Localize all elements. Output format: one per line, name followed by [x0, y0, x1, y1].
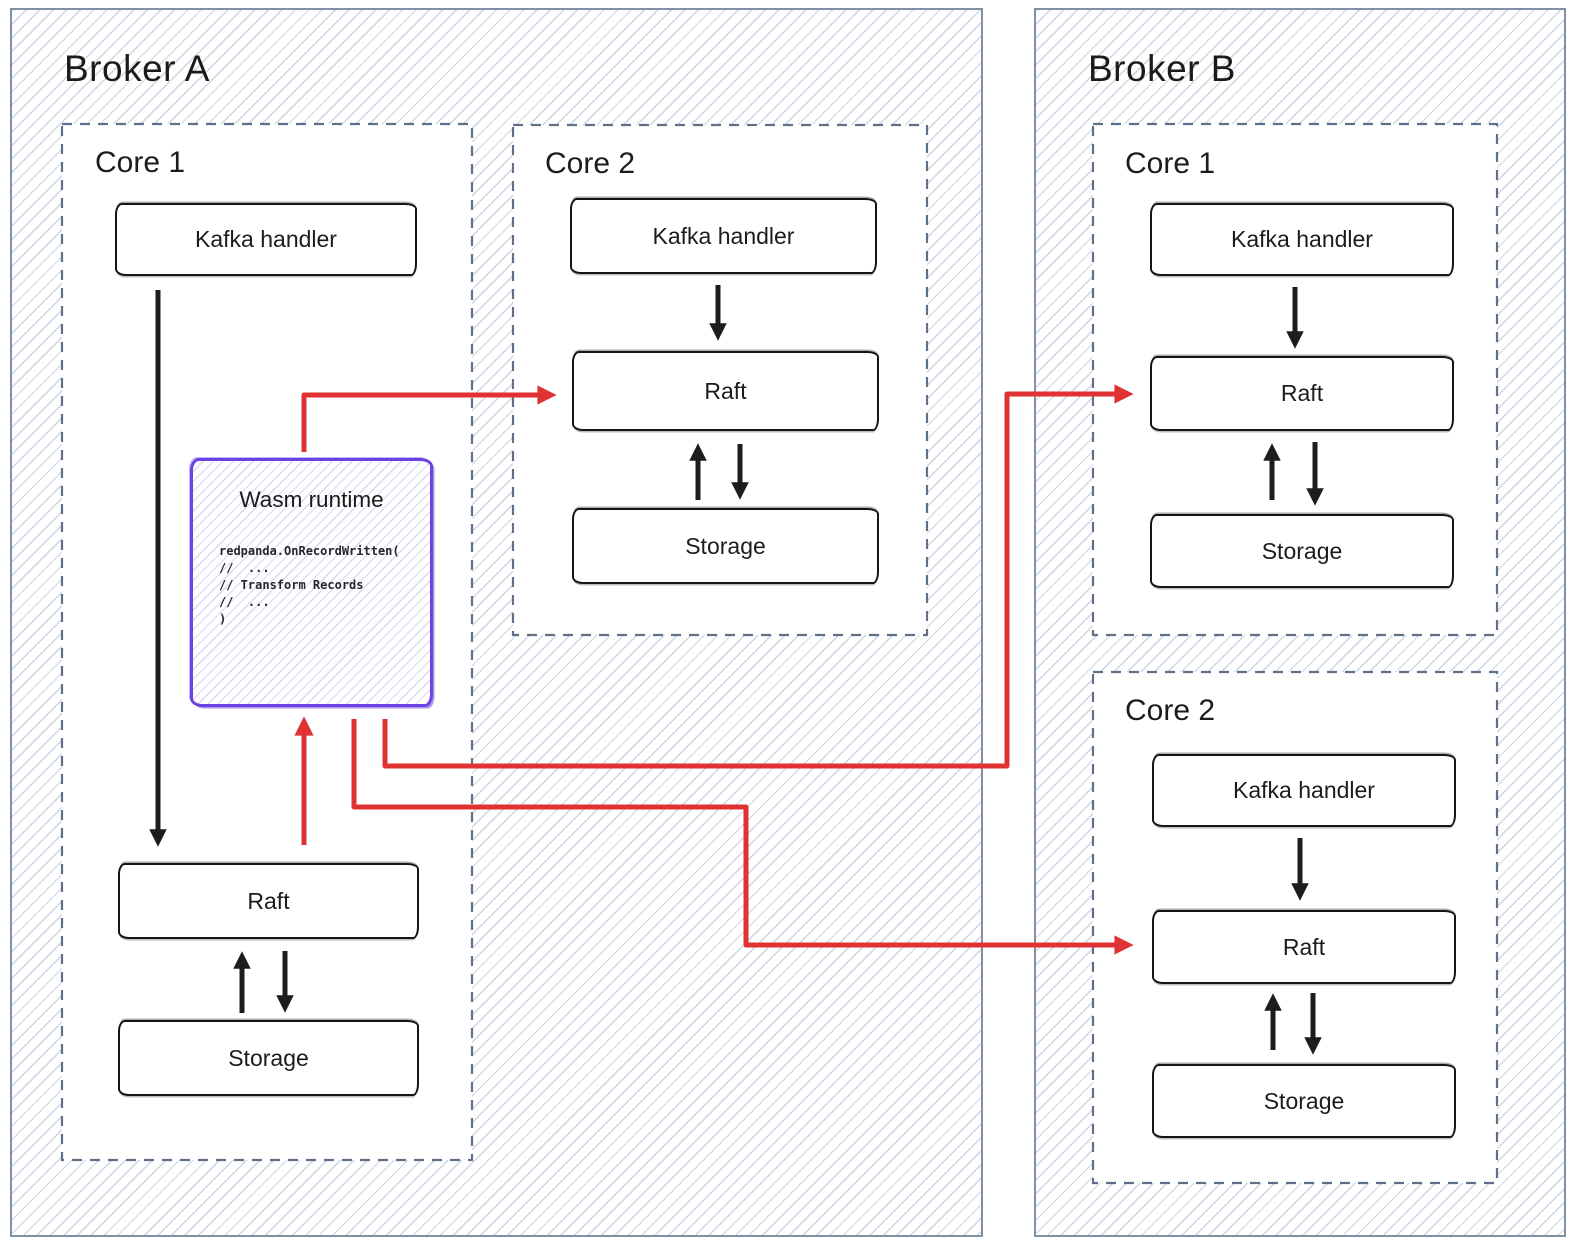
box-label: Raft: [1282, 933, 1326, 960]
broker-b-core-2-raft-box: Raft: [1152, 910, 1456, 984]
broker-a-core-2-kafka-handler-box: Kafka handler: [570, 198, 877, 274]
broker-a-core-2-raft-box: Raft: [572, 351, 879, 431]
broker-b-core-1-storage-box: Storage: [1150, 514, 1454, 588]
broker-a-core-2-storage-box: Storage: [572, 508, 879, 584]
broker-a-core-2-label: Core 2: [545, 147, 636, 180]
wasm-runtime-box: Wasm runtime redpanda.OnRecordWritten( //…: [190, 458, 433, 707]
box-label: Storage: [1263, 1087, 1345, 1114]
broker-b-core-2-kafka-handler-box: Kafka handler: [1152, 754, 1456, 827]
box-label: Kafka handler: [652, 222, 795, 249]
wasm-runtime-title: Wasm runtime: [239, 487, 384, 512]
box-label: Kafka handler: [195, 226, 337, 252]
box-label: Raft: [247, 887, 290, 914]
broker-b-core-2-storage-box: Storage: [1152, 1064, 1456, 1138]
broker-a-core-1-raft-box: Raft: [118, 863, 419, 939]
broker-a-core-1-label: Core 1: [95, 146, 186, 179]
broker-b-core-1-label: Core 1: [1125, 147, 1216, 180]
broker-b-core-2-label: Core 2: [1125, 694, 1216, 727]
box-label: Kafka handler: [1231, 226, 1373, 252]
broker-b-core-1-raft-box: Raft: [1150, 356, 1454, 431]
box-label: Kafka handler: [1233, 777, 1375, 803]
box-label: Raft: [1280, 380, 1324, 406]
box-label: Storage: [685, 532, 766, 559]
broker-b-title: Broker B: [1088, 48, 1236, 89]
wasm-code-line: // ...: [219, 561, 270, 575]
wasm-code-line: // ...: [219, 595, 270, 609]
broker-a-core-1-storage-box: Storage: [118, 1020, 419, 1096]
wasm-code-line: ): [219, 612, 227, 626]
box-label: Storage: [228, 1044, 309, 1071]
box-label: Storage: [1261, 537, 1343, 564]
broker-b-core-1-kafka-handler-box: Kafka handler: [1150, 203, 1454, 276]
wasm-code-block: redpanda.OnRecordWritten( // ... // Transf…: [219, 543, 430, 628]
box-label: Raft: [704, 377, 747, 404]
broker-a-core-1-kafka-handler-box: Kafka handler: [115, 203, 417, 276]
wasm-code-line: redpanda.OnRecordWritten(: [219, 544, 400, 558]
wasm-code-line: // Transform Records: [219, 578, 364, 592]
broker-a-title: Broker A: [64, 48, 210, 89]
